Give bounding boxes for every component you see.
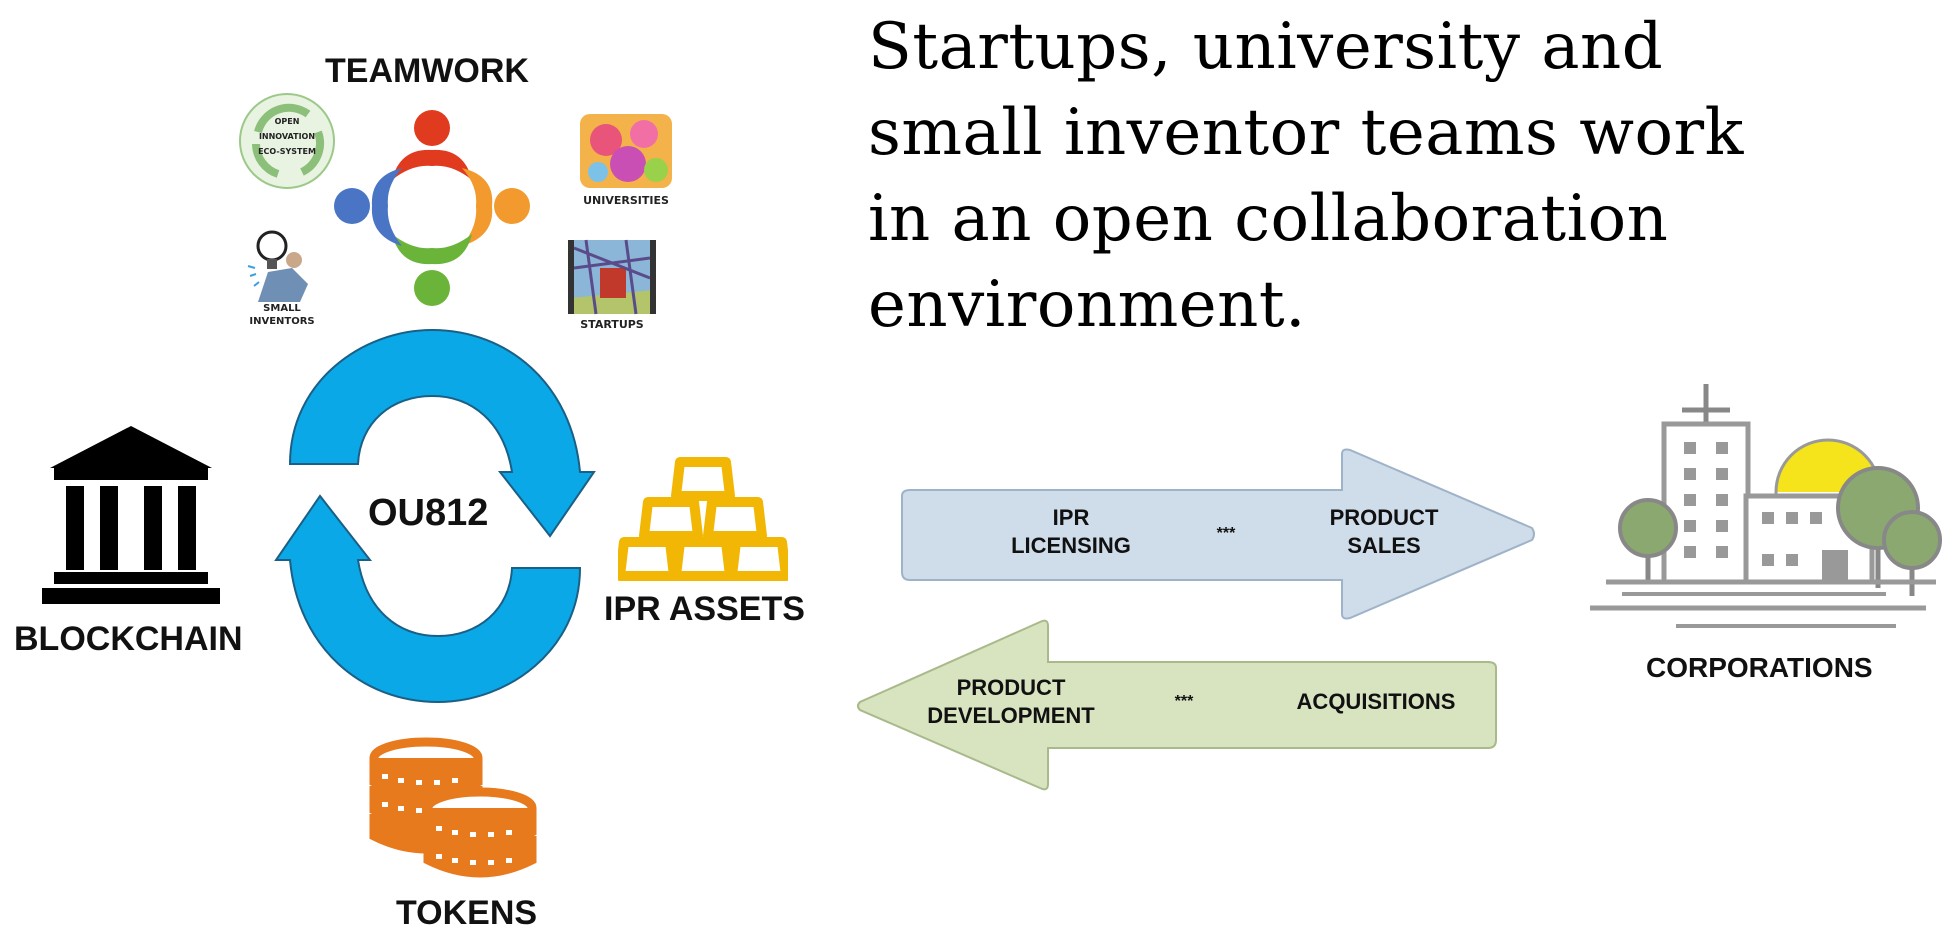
tokens-label: TOKENS xyxy=(396,894,538,932)
arrow-right: IPR LICENSING *** PRODUCT SALES xyxy=(896,448,1536,620)
open-innovation-line-2: INNOVATION xyxy=(258,132,316,141)
headline-line-2: small inventor teams work xyxy=(868,96,1744,170)
corporations-label: CORPORATIONS xyxy=(1646,652,1873,683)
arrow-right-separator: *** xyxy=(1216,525,1236,542)
bank-icon xyxy=(40,424,222,606)
gold-bars-icon xyxy=(618,456,788,582)
universities-label: UNIVERSITIES xyxy=(583,194,669,207)
city-building-icon xyxy=(1586,382,1946,642)
headline: Startups, university and small inventor … xyxy=(868,4,1928,348)
headline-line-4: environment. xyxy=(868,268,1306,342)
headline-line-1: Startups, university and xyxy=(868,10,1664,84)
arrow-left-left-line-1: PRODUCT xyxy=(956,675,1066,700)
arrow-right-right-line-1: PRODUCT xyxy=(1329,505,1439,530)
small-inventors-line-1: SMALL xyxy=(263,303,301,314)
startups-icon: STARTUPS xyxy=(566,238,658,334)
coins-icon xyxy=(368,736,540,886)
arrow-right-right-line-2: SALES xyxy=(1347,533,1421,558)
arrow-right-left-line-1: IPR xyxy=(1052,505,1090,530)
startups-label: STARTUPS xyxy=(580,318,644,331)
ipr-assets-label: IPR ASSETS xyxy=(604,590,805,628)
small-inventors-line-2: INVENTORS xyxy=(249,316,315,327)
teamwork-label: TEAMWORK xyxy=(325,52,529,90)
universities-icon: UNIVERSITIES xyxy=(578,112,674,208)
open-innovation-icon: OPEN INNOVATION ECO-SYSTEM xyxy=(238,92,336,190)
open-innovation-line-1: OPEN xyxy=(274,117,300,126)
arrow-left-left-line-2: DEVELOPMENT xyxy=(927,703,1095,728)
small-inventors-icon: SMALL INVENTORS xyxy=(246,226,318,330)
open-innovation-line-3: ECO-SYSTEM xyxy=(258,147,316,156)
headline-line-3: in an open collaboration xyxy=(868,182,1669,256)
arrow-left-right-text: ACQUISITIONS xyxy=(1296,689,1456,714)
cycle-arrows-icon xyxy=(272,322,598,710)
arrow-right-left-line-2: LICENSING xyxy=(1011,533,1131,558)
people-circle-icon xyxy=(330,108,535,308)
arrow-left: PRODUCT DEVELOPMENT *** ACQUISITIONS xyxy=(856,618,1502,792)
arrow-left-separator: *** xyxy=(1174,693,1194,710)
blockchain-label: BLOCKCHAIN xyxy=(14,620,243,658)
cycle-center-label: OU812 xyxy=(368,492,489,534)
